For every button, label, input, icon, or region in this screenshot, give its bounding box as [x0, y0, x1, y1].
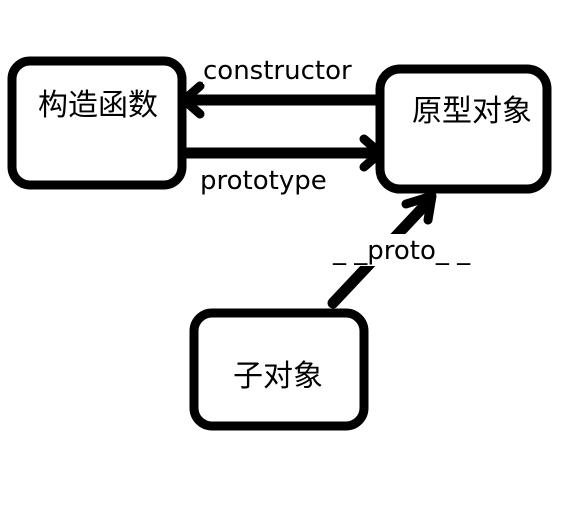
edge-proto-arrowhead [401, 191, 437, 225]
node-constructor-function: 构造函数 [7, 56, 187, 190]
node-constructor-function-label: 构造函数 [38, 88, 158, 123]
node-prototype-object: 原型对象 [375, 64, 552, 194]
node-constructor-function-box [7, 56, 187, 190]
edge-constructor [179, 81, 384, 119]
edge-prototype-label: prototype [200, 166, 327, 196]
edge-constructor-label: constructor [203, 56, 352, 86]
edge-prototype-label-bg [200, 166, 350, 196]
node-prototype-object-box [375, 64, 552, 194]
node-child-object-label: 子对象 [233, 359, 323, 394]
node-child-object-box [189, 308, 369, 431]
node-prototype-object-label: 原型对象 [412, 94, 532, 129]
edge-constructor-label-bg [203, 54, 367, 84]
edge-prototype [178, 134, 385, 172]
node-child-object: 子对象 [189, 308, 369, 431]
edge-proto-label-bg [333, 234, 485, 266]
edge-proto-label: _ _proto_ _ [332, 236, 471, 266]
